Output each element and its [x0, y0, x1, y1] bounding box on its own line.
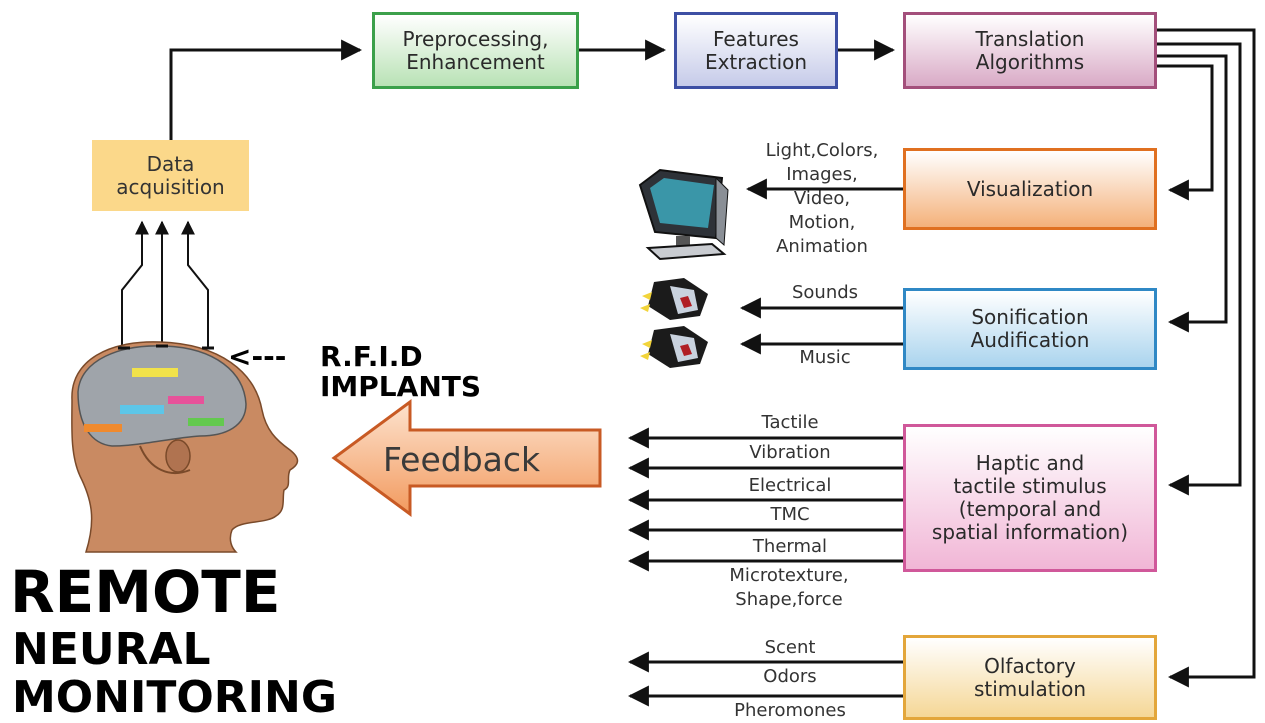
haptic-output-label: Microtexture, Shape,force: [729, 565, 849, 610]
olfactory-output-label: Scent: [764, 637, 816, 658]
music-output-label: Music: [799, 347, 851, 368]
rfid-implant-marks: [118, 344, 214, 350]
olfactory-stimulation-box: Olfactory stimulation: [903, 635, 1157, 720]
olfactory-output-arrows: [627, 651, 903, 707]
haptic-output-label: TMC: [770, 504, 810, 525]
translation-algorithms-box: Translation Algorithms: [903, 12, 1157, 89]
haptic-stimulus-box: Haptic and tactile stimulus (temporal an…: [903, 424, 1157, 572]
haptic-output-arrows: [627, 427, 903, 572]
speaker-icon: [640, 326, 708, 368]
olfactory-output-label: Odors: [763, 666, 817, 687]
brain-signal-arrows: [121, 220, 209, 348]
speaker-icon: [640, 278, 708, 320]
sound-output-label: Sounds: [791, 282, 859, 303]
visual-output-label: Light,Colors, Images, Video, Motion, Ani…: [765, 140, 879, 257]
olfactory-output-label: Pheromones: [734, 700, 846, 721]
visualization-box: Visualization: [903, 148, 1157, 230]
haptic-output-label: Electrical: [748, 475, 832, 496]
features-extraction-box: Features Extraction: [674, 12, 838, 89]
feedback-label: Feedback: [383, 440, 541, 479]
haptic-output-label: Tactile: [761, 412, 819, 433]
headline-remote: REMOTE: [10, 558, 281, 626]
haptic-output-label: Vibration: [749, 442, 831, 463]
rfid-implants-label: R.F.I.D IMPLANTS: [320, 340, 482, 403]
head-brain-icon: [71, 341, 299, 553]
sonification-box: Sonification Audification: [903, 288, 1157, 370]
translation-fanout-lines: [1157, 28, 1256, 688]
arrow-data-to-preprocessing: [169, 39, 363, 140]
feedback-arrow: [331, 399, 602, 517]
headline-neural: NEURAL: [12, 624, 211, 675]
rfid-pointer: <---: [228, 340, 287, 373]
haptic-output-label: Thermal: [752, 536, 828, 557]
preprocessing-box: Preprocessing, Enhancement: [372, 12, 579, 89]
headline-monitoring: MONITORING: [12, 672, 337, 723]
data-acquisition-box: Data acquisition: [92, 140, 249, 211]
monitor-icon: [638, 168, 729, 261]
